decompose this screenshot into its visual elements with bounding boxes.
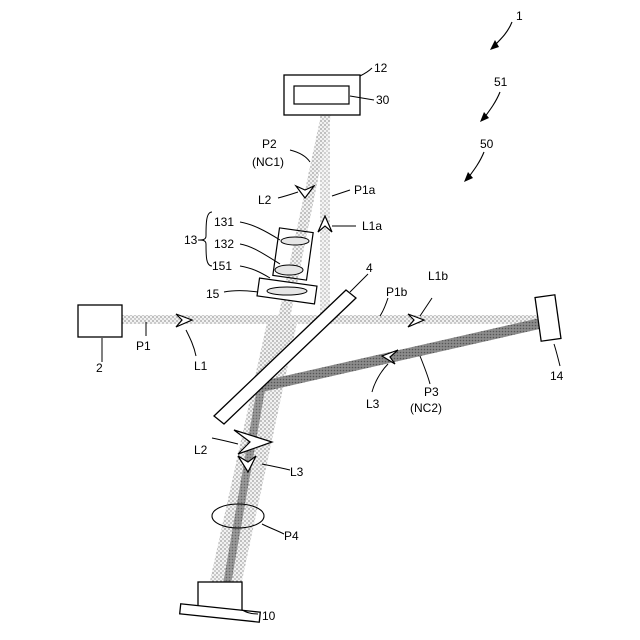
beam-p3	[258, 318, 544, 392]
label-ref-l1b: L1b	[428, 269, 448, 283]
light-source-2	[78, 305, 122, 337]
label-ref-p1b: P1b	[386, 285, 408, 299]
lens-151	[267, 287, 307, 295]
label-ref-2: 2	[96, 361, 103, 375]
label-ref-30: 30	[376, 93, 390, 107]
label-ref-151: 151	[212, 259, 232, 273]
label-ref-l1a: L1a	[362, 219, 382, 233]
label-ref-1: 1	[516, 9, 523, 23]
label-ref-l2-top: L2	[258, 193, 272, 207]
label-ref-l3-bottom: L3	[290, 465, 304, 479]
lens-131	[281, 237, 309, 245]
label-ref-12: 12	[374, 61, 388, 75]
lens-132	[275, 265, 303, 275]
arrow-ref-51-icon	[484, 92, 500, 118]
arrow-ref-50-icon	[468, 152, 484, 178]
label-ref-14: 14	[550, 369, 564, 383]
label-ref-p1a: P1a	[354, 183, 376, 197]
component-30	[294, 86, 349, 104]
label-ref-l2-bottom: L2	[194, 443, 208, 457]
label-ref-l1: L1	[194, 359, 208, 373]
label-ref-4: 4	[366, 261, 373, 275]
label-ref-13: 13	[184, 233, 198, 247]
label-ref-p3: P3	[424, 385, 439, 399]
label-ref-nc1: (NC1)	[252, 155, 284, 169]
label-ref-15: 15	[206, 287, 220, 301]
arrow-ref-1-head-icon	[490, 40, 499, 50]
label-ref-50: 50	[480, 137, 494, 151]
label-ref-p1: P1	[136, 339, 151, 353]
label-ref-132: 132	[214, 237, 234, 251]
label-ref-l3-right: L3	[366, 397, 380, 411]
brace-13-icon	[198, 212, 212, 266]
detector-14	[535, 295, 561, 341]
label-ref-nc2: (NC2)	[410, 401, 442, 415]
arrow-ref-1-icon	[494, 22, 512, 46]
label-ref-10: 10	[262, 609, 276, 623]
label-ref-131: 131	[214, 215, 234, 229]
label-ref-51: 51	[494, 75, 508, 89]
label-ref-p4: P4	[284, 529, 299, 543]
label-ref-p2: P2	[262, 137, 277, 151]
